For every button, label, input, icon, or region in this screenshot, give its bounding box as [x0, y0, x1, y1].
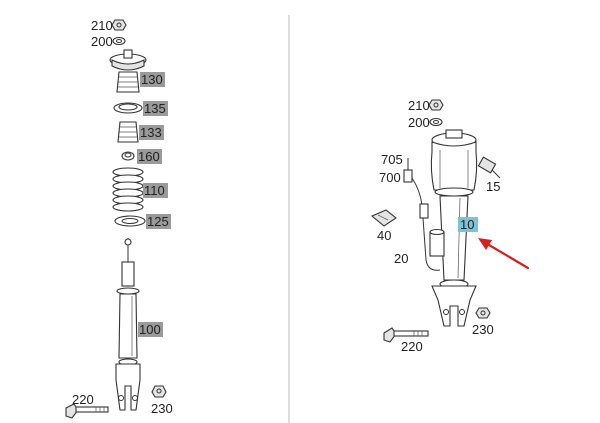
callout-220[interactable]: 220 [72, 392, 94, 407]
callout-200[interactable]: 200 [408, 115, 430, 130]
callout-40[interactable]: 40 [377, 228, 391, 243]
callout-220[interactable]: 220 [401, 339, 423, 354]
callout-130[interactable]: 130 [141, 72, 163, 87]
callout-160[interactable]: 160 [138, 149, 160, 164]
shock-absorber-icon [115, 238, 141, 411]
valve-icon [403, 158, 429, 233]
nut-icon [111, 19, 127, 31]
callout-200[interactable]: 200 [91, 34, 113, 49]
washer-icon [429, 117, 443, 127]
sensor-connector-icon [477, 156, 501, 179]
callout-230[interactable]: 230 [472, 322, 494, 337]
callout-700[interactable]: 700 [379, 170, 401, 185]
callout-133[interactable]: 133 [140, 125, 162, 140]
top-mount-icon [109, 49, 147, 71]
callout-705[interactable]: 705 [381, 152, 403, 167]
highlight-130 [140, 72, 165, 87]
air-spring-icon [430, 129, 478, 197]
bump-stop-icon [116, 71, 140, 93]
callout-20[interactable]: 20 [394, 251, 408, 266]
highlight-10 [458, 217, 478, 232]
callout-135[interactable]: 135 [144, 101, 166, 116]
clip-bracket-icon [370, 209, 397, 227]
pointer-arrow-icon [478, 238, 530, 270]
strut-body-icon [431, 195, 477, 327]
highlight-110 [143, 183, 168, 198]
callout-210[interactable]: 210 [408, 98, 430, 113]
callout-15[interactable]: 15 [486, 179, 500, 194]
callout-230[interactable]: 230 [151, 401, 173, 416]
highlight-133 [139, 125, 164, 140]
highlight-125 [146, 214, 171, 229]
lock-nut-icon [151, 385, 167, 398]
highlight-100 [138, 322, 163, 337]
left-strut-assembly: 210 200 130 135 133 160 110 125 100 220 … [65, 18, 173, 419]
callout-10[interactable]: 10 [460, 217, 474, 232]
buffer-ring-icon [121, 151, 135, 161]
callout-210[interactable]: 210 [91, 18, 113, 33]
bolt-icon [65, 403, 109, 419]
callout-110[interactable]: 110 [144, 183, 165, 198]
highlight-135 [143, 101, 168, 116]
spring-pad-icon [114, 215, 146, 227]
dust-boot-icon [117, 121, 139, 143]
coil-spring-icon [112, 167, 144, 212]
washer-icon [112, 36, 126, 46]
lock-nut-icon [475, 307, 491, 319]
nut-icon [428, 99, 444, 111]
callout-125[interactable]: 125 [147, 214, 169, 229]
bolt-icon [383, 327, 429, 343]
right-strut-assembly: 210 200 705 700 15 40 10 20 230 220 [370, 98, 530, 354]
bearing-ring-icon [113, 102, 143, 114]
level-sensor-icon [423, 228, 445, 271]
highlight-160 [137, 149, 162, 164]
callout-100[interactable]: 100 [139, 322, 161, 337]
